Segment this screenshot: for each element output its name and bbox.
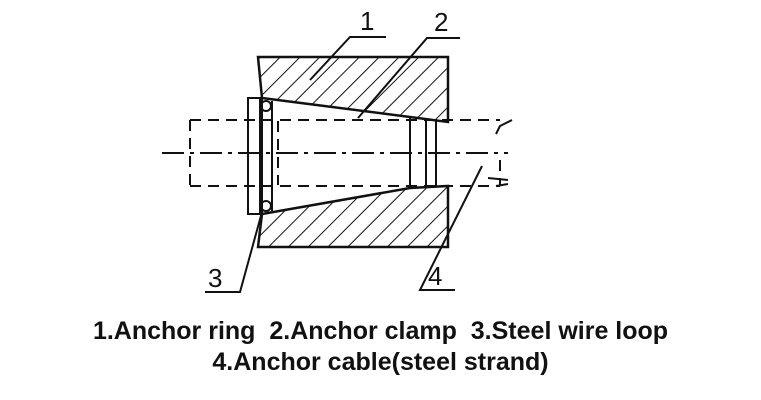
strand-break-marks bbox=[487, 119, 513, 187]
steel-wire-loop bbox=[247, 97, 272, 215]
legend-line-2: 4.Anchor cable(steel strand) bbox=[212, 348, 549, 376]
anchor-ring-upper bbox=[256, 55, 450, 124]
callout-3: 3 bbox=[208, 263, 222, 293]
callout-4: 4 bbox=[428, 261, 442, 291]
callout-1: 1 bbox=[360, 6, 374, 36]
callout-2: 2 bbox=[434, 7, 448, 37]
legend-line-1: 1.Anchor ring 2.Anchor clamp 3.Steel wir… bbox=[92, 317, 669, 345]
anchor-cable bbox=[189, 119, 501, 187]
anchor-assembly-diagram: 1 2 3 4 bbox=[162, 6, 513, 293]
anchor-ring-lower bbox=[256, 184, 450, 249]
leader-lines bbox=[205, 36, 483, 293]
